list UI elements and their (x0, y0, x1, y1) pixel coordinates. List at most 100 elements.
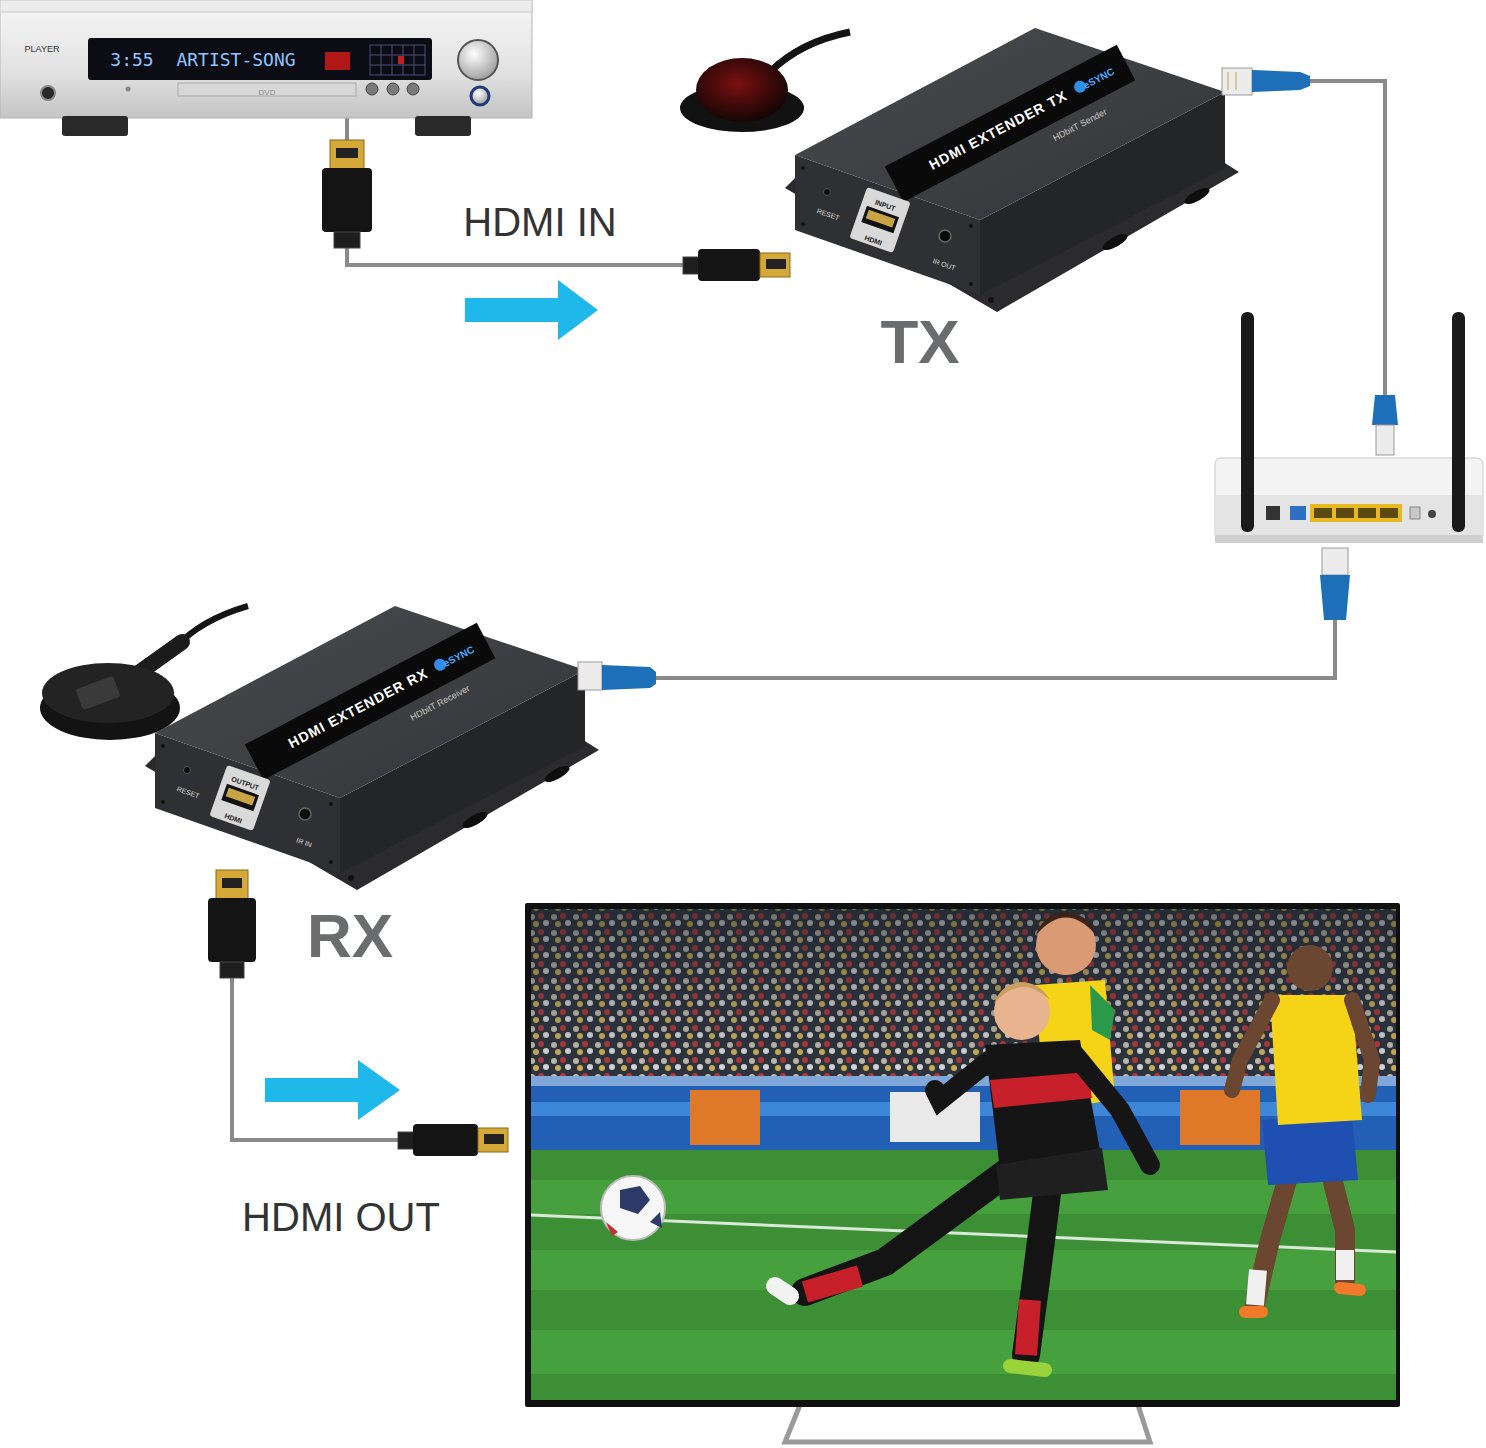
television-part (1075, 1055, 1150, 1165)
rj45-plug-part (578, 662, 602, 690)
dvd-player-part (88, 38, 432, 80)
television-part (620, 1186, 650, 1214)
dvd-player-part (370, 45, 425, 75)
hdmi-plug-part (478, 1128, 508, 1152)
text-holder: HDMI OUT (242, 1197, 440, 1237)
television-part (1330, 1170, 1345, 1280)
text-holder: TX (880, 311, 959, 373)
hdmi-plug (398, 1124, 508, 1156)
television-part (1340, 1288, 1360, 1290)
hdmi-plug-part (398, 1132, 415, 1149)
ir-receiver-part (140, 642, 182, 672)
ir-receiver (40, 606, 248, 740)
dvd-player-part-part (370, 55, 425, 56)
television-part (805, 1170, 1010, 1292)
dvd-player-part-part (370, 65, 425, 66)
device-title: HDMI EXTENDER RX (286, 666, 430, 751)
hdmi-plug-part (766, 259, 786, 269)
dvd-player-part (0, 0, 532, 118)
television-part (775, 1286, 790, 1296)
television-part (996, 1148, 1108, 1200)
rj45-plug-part (1236, 72, 1237, 90)
rj45-plug-part (1372, 395, 1398, 425)
rj45-plug-part (1228, 72, 1229, 90)
port-label: RESET (816, 207, 840, 221)
hdmi-plug-part (334, 232, 360, 248)
rj45-plug (1222, 68, 1310, 95)
television-part (785, 1405, 1150, 1442)
ethernet-cable-part (655, 620, 1335, 678)
text-holder: 3:55 (110, 51, 153, 69)
dvd-player-part (41, 86, 55, 100)
router-part (1358, 508, 1376, 518)
television-part (650, 1212, 662, 1228)
dvd-player-part-part (370, 45, 425, 75)
port-label: OUTPUT (230, 775, 259, 791)
dvd-player (0, 0, 532, 136)
text-holder: eSYNC (440, 640, 477, 670)
flow-arrow (265, 1060, 400, 1120)
hdmi-plug (683, 249, 790, 281)
port-label: HDMI (864, 234, 883, 247)
television-part (1255, 1270, 1258, 1305)
rj45-plug-part (1320, 575, 1350, 620)
television-part (805, 1276, 860, 1292)
router-part (1310, 504, 1402, 522)
dvd-player-part (471, 87, 489, 105)
ir-receiver-part (75, 676, 120, 710)
television-part (1090, 985, 1115, 1040)
text-holder: RESET (175, 779, 202, 802)
hdmi-plug-part (330, 140, 364, 170)
hdmi-plug-part (220, 962, 244, 978)
text-holder: HDMI IN (463, 202, 616, 242)
port-label: RESET (176, 785, 200, 799)
television-part (1287, 945, 1333, 991)
hdmi-plug-part (484, 1134, 504, 1144)
dvd-player-part (0, 0, 532, 12)
dvd-player-part (415, 116, 471, 136)
dvd-player-part (178, 83, 356, 96)
hdmi-plug-part (336, 148, 358, 158)
dvd-player-part (325, 52, 350, 70)
text-holder: IR OUT (931, 251, 959, 274)
cable-label: HDMI IN (463, 202, 616, 242)
brand-label: PLAYER (25, 45, 60, 54)
rj45-plug (1372, 395, 1398, 455)
text-holder: IR IN (295, 830, 315, 850)
rj45-plug-part (1252, 70, 1310, 92)
television-part (1026, 1300, 1030, 1355)
rj45-plug (578, 662, 656, 690)
dvd-player-part (458, 40, 498, 80)
television-part (1270, 995, 1362, 1125)
television-part (1255, 1170, 1290, 1305)
television-part (1026, 1170, 1050, 1355)
flow-arrow (465, 280, 598, 340)
television-part (1180, 1090, 1260, 1145)
hdmi-plug-part (683, 257, 700, 274)
port-label: HDMI (224, 812, 243, 825)
television-part (690, 1090, 760, 1145)
television (525, 903, 1400, 1442)
model-label: HDbitT Receiver (409, 684, 471, 723)
hdmi-plug (322, 140, 372, 248)
dvd-player-part (398, 56, 404, 64)
text-holder: INPUT (873, 192, 898, 214)
dvd-player-part (366, 83, 378, 95)
router-part (1215, 495, 1483, 535)
rj45-plug-part (1222, 68, 1252, 95)
hdmi-plug-part (222, 878, 242, 888)
hdmi-plug-part (760, 253, 790, 277)
text-holder: HDMI (223, 805, 245, 826)
dvd-player-part (387, 83, 399, 95)
hdmi-plug (208, 870, 256, 978)
hdmi-plug-part (216, 870, 248, 900)
television-part (1036, 912, 1096, 935)
router-part (1290, 506, 1306, 520)
router-part (1336, 508, 1354, 518)
ethernet-cable (655, 81, 1385, 678)
cable-label: HDMI OUT (242, 1197, 440, 1237)
hdmi-plug-part (698, 249, 760, 281)
